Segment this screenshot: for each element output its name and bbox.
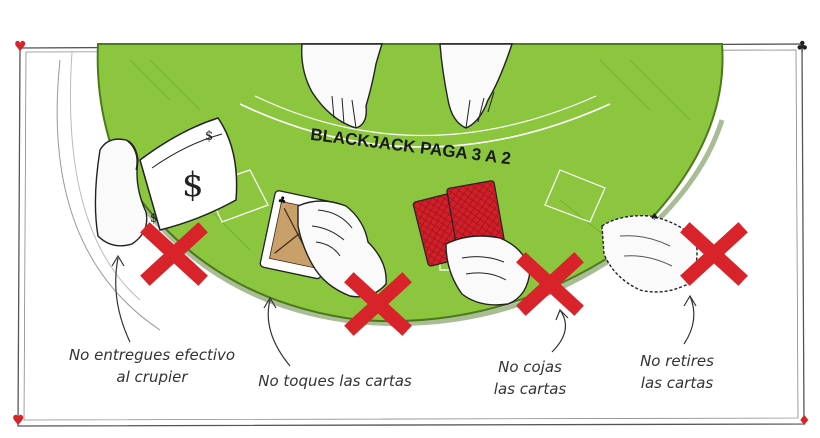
- betting-arc-outer: [239, 103, 611, 148]
- hand-sliding-cards-icon: ♠: [601, 212, 698, 293]
- svg-text:♠: ♠: [650, 212, 659, 223]
- rule-caption-line: No cojas: [498, 358, 562, 376]
- rule-caption: No cojas las cartas: [470, 356, 590, 400]
- rule-caption-line: No entregues efectivo: [68, 346, 236, 364]
- hand-grabbing-cards-icon: [412, 180, 531, 306]
- dealer-left-hand-icon: [301, 43, 383, 129]
- table-rim: [115, 119, 725, 327]
- prohibited-cross-icon: [516, 252, 584, 316]
- rule-caption: No toques las cartas: [240, 370, 430, 392]
- corner-suit-club-icon: ♣: [796, 39, 809, 55]
- corner-suit-heart-icon: ♥: [14, 39, 27, 55]
- rule-caption-line: No toques las cartas: [258, 372, 412, 390]
- svg-text:$: $: [182, 165, 204, 205]
- prohibited-cross-icon: [140, 222, 208, 286]
- rule-caption-line: las cartas: [640, 374, 714, 392]
- cash-icon: $ $ $: [139, 117, 238, 231]
- prohibited-cross-icon: [344, 272, 412, 336]
- corner-suit-diamond-icon: ♦: [798, 413, 811, 429]
- floor-curve: [56, 59, 161, 331]
- rule-caption-line: al crupier: [116, 368, 188, 386]
- rule-caption-line: las cartas: [493, 380, 567, 398]
- dealer-right-hand-icon: [439, 43, 513, 129]
- floor-curve-2: [69, 51, 141, 301]
- rule-caption: No entregues efectivo al crupier: [52, 344, 252, 388]
- svg-text:$: $: [205, 129, 213, 144]
- betting-arc-inner: [254, 95, 597, 137]
- prohibited-cross-icon: [680, 222, 748, 286]
- rule-caption: No retires las cartas: [622, 350, 732, 394]
- player-hand-with-cash-icon: [94, 138, 148, 247]
- hand-holding-cards-icon: ♣: [259, 190, 387, 298]
- rule-caption-line: No retires: [640, 352, 714, 370]
- corner-suit-heart-icon: ♥: [12, 413, 25, 429]
- svg-text:♣: ♣: [277, 195, 288, 208]
- callout-arrows: [111, 254, 697, 367]
- svg-text:$: $: [150, 211, 158, 225]
